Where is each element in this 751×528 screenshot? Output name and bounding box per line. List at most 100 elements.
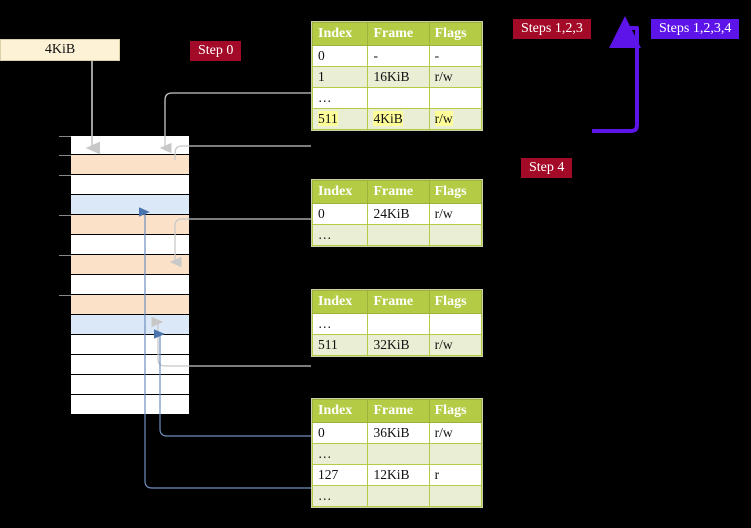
cell-frame: 16KiB xyxy=(367,66,430,88)
physical-memory-grid xyxy=(59,135,190,415)
badge-steps-1-2-3-4: Steps 1,2,3,4 xyxy=(651,19,740,39)
cell-highlight: 4KiB xyxy=(373,111,403,126)
cell-index: 511 xyxy=(311,108,369,130)
column-header-frame: Frame xyxy=(367,180,430,204)
column-header-index: Index xyxy=(311,290,369,314)
memory-row xyxy=(59,175,190,195)
memory-row xyxy=(70,335,190,355)
cell-frame xyxy=(367,224,430,246)
cell-flags: r xyxy=(428,464,483,486)
cell-index: 0 xyxy=(311,203,369,225)
badge-step-0: Step 0 xyxy=(190,41,242,61)
cell-frame xyxy=(367,313,430,335)
memory-row-tick xyxy=(59,155,71,156)
memory-row-tick xyxy=(59,136,71,137)
arrow-steps-bracket xyxy=(592,16,641,133)
memory-row xyxy=(59,215,190,235)
memory-frame-4kib-label: 4KiB xyxy=(44,42,76,57)
column-header-flags: Flags xyxy=(428,180,483,204)
table-row: 511 4KiB r/w xyxy=(311,108,483,130)
cell-frame: 36KiB xyxy=(367,422,430,444)
cell-flags: - xyxy=(428,45,483,67)
cell-frame: 32KiB xyxy=(367,334,430,356)
cell-flags: r/w xyxy=(428,422,483,444)
table-row: 0-- xyxy=(311,45,483,67)
memory-row-tick xyxy=(59,255,71,256)
cell-flags: r/w xyxy=(428,334,483,356)
table-row: … xyxy=(311,313,483,335)
memory-row-tick xyxy=(59,295,71,296)
column-header-flags: Flags xyxy=(428,399,483,423)
cell-index: 0 xyxy=(311,422,369,444)
memory-row-tick xyxy=(59,175,71,176)
memory-row-tick xyxy=(59,215,71,216)
cell-highlight: 511 xyxy=(318,111,338,126)
memory-row xyxy=(59,135,190,155)
cell-flags xyxy=(428,443,483,465)
memory-row xyxy=(59,155,190,175)
memory-row xyxy=(70,375,190,395)
cell-index: 0 xyxy=(311,45,369,67)
cell-highlight: r/w xyxy=(434,111,453,126)
cell-index: … xyxy=(311,485,369,507)
wire-l0-row511-to-mem xyxy=(174,145,311,160)
memory-row xyxy=(70,235,190,255)
memory-frame-4kib-box: 4KiB xyxy=(0,39,120,61)
column-header-frame: Frame xyxy=(367,399,430,423)
cell-frame xyxy=(367,443,430,465)
cell-flags: r/w xyxy=(428,66,483,88)
column-header-frame: Frame xyxy=(367,22,430,46)
table-row: … xyxy=(311,443,483,465)
cell-flags xyxy=(428,224,483,246)
cell-index: … xyxy=(311,87,369,109)
cell-index: 511 xyxy=(311,334,369,356)
memory-row xyxy=(59,255,190,275)
column-header-flags: Flags xyxy=(428,290,483,314)
column-header-index: Index xyxy=(311,399,369,423)
badge-steps-1-2-3: Steps 1,2,3 xyxy=(513,19,591,39)
cell-flags xyxy=(428,87,483,109)
column-header-frame: Frame xyxy=(367,290,430,314)
memory-row xyxy=(70,275,190,295)
table-row: … xyxy=(311,485,483,507)
table-row: … xyxy=(311,224,483,246)
badge-step-4: Step 4 xyxy=(521,158,573,178)
cell-flags: r/w xyxy=(428,108,483,130)
cell-frame xyxy=(367,87,430,109)
cell-index: … xyxy=(311,224,369,246)
memory-row xyxy=(70,355,190,375)
memory-row xyxy=(59,295,190,315)
cell-index: … xyxy=(311,313,369,335)
cell-frame: 12KiB xyxy=(367,464,430,486)
cell-index: … xyxy=(311,443,369,465)
cell-flags xyxy=(428,485,483,507)
cell-index: 127 xyxy=(311,464,369,486)
table-row: … xyxy=(311,87,483,109)
wire-l1-row0-to-mem xyxy=(169,218,311,268)
cell-flags xyxy=(428,313,483,335)
cell-flags: r/w xyxy=(428,203,483,225)
column-header-index: Index xyxy=(311,180,369,204)
memory-row xyxy=(70,395,190,415)
cell-frame xyxy=(367,485,430,507)
cell-index: 1 xyxy=(311,66,369,88)
cell-frame: 24KiB xyxy=(367,203,430,225)
cell-frame: - xyxy=(367,45,430,67)
memory-row xyxy=(70,315,190,335)
